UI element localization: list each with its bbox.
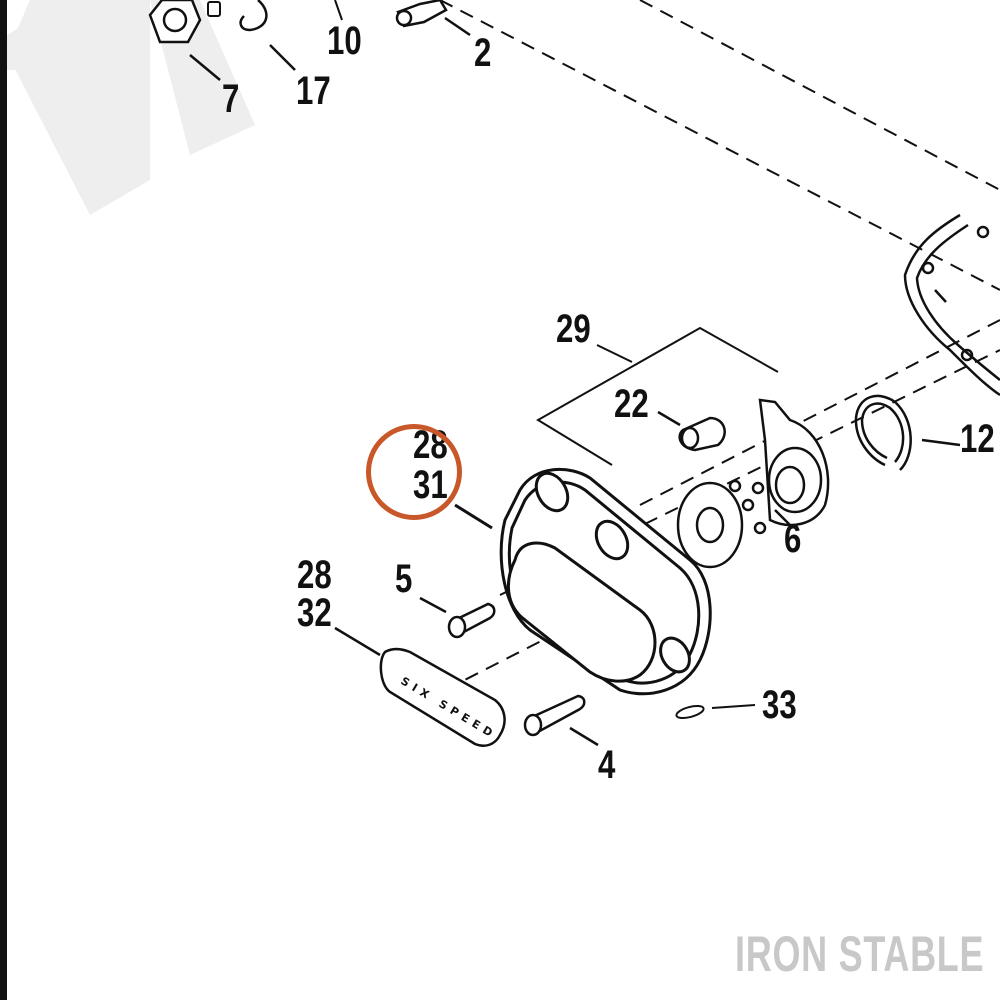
callout-22: 22	[614, 382, 649, 426]
callout-28-bottom: 28	[297, 553, 332, 597]
callout-5: 5	[395, 557, 413, 601]
gasket-part	[903, 213, 1000, 397]
callout-10: 10	[327, 19, 362, 63]
screw-5-part	[419, 596, 496, 639]
callout-32: 32	[297, 591, 332, 635]
small-clip-part	[207, 1, 221, 17]
o-ring-part	[675, 704, 756, 720]
watermark-text: IRON STABLE	[735, 926, 985, 982]
kit-bracket-lines	[536, 326, 779, 466]
retaining-ring-part	[239, 0, 296, 71]
callout-29: 29	[556, 307, 591, 351]
callout-17: 17	[296, 69, 331, 113]
six-speed-emblem-part	[334, 626, 506, 747]
callout-33: 33	[762, 683, 797, 727]
callout-2: 2	[474, 31, 492, 75]
snap-ring-part	[854, 394, 961, 471]
screw-4-part	[523, 694, 599, 747]
plug-part	[657, 410, 726, 452]
left-edge-bar	[0, 0, 7, 1000]
bolt-2-part	[395, 0, 471, 37]
hex-nut-part	[148, 0, 221, 81]
side-cover-part	[454, 467, 712, 696]
callout-7: 7	[222, 77, 240, 121]
callout-6: 6	[784, 517, 802, 561]
release-bearing-part	[676, 398, 830, 569]
background-stripes	[0, 0, 255, 215]
callout-4: 4	[598, 743, 616, 787]
callout-12: 12	[960, 417, 995, 461]
highlight-circle	[366, 424, 462, 520]
